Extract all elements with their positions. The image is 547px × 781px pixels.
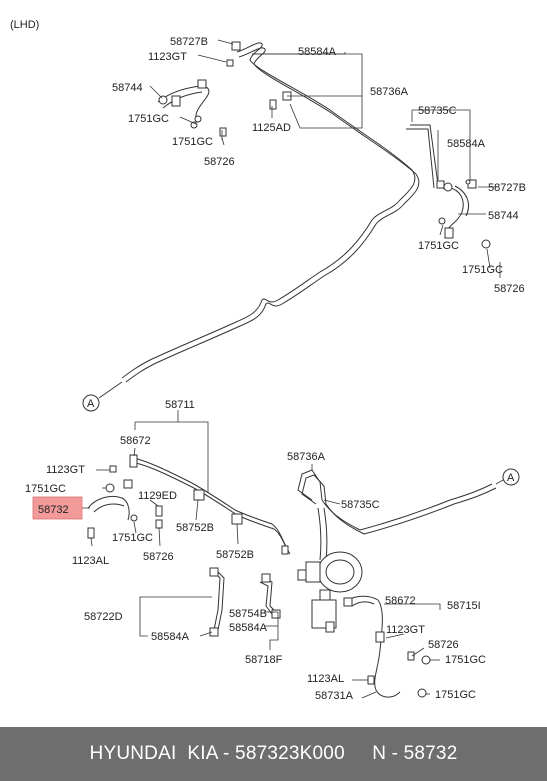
- top-fittings: [158, 41, 491, 249]
- part-label-58744: 58744: [488, 210, 519, 222]
- callout-a-right: A: [495, 468, 520, 486]
- part-label-1751gc: 1751GC: [435, 689, 476, 701]
- part-label-58715i: 58715I: [447, 600, 481, 612]
- part-label-1751gc: 1751GC: [128, 113, 169, 125]
- part-label-58722d: 58722D: [84, 611, 123, 623]
- part-label-58752b: 58752B: [176, 522, 214, 534]
- part-number-footer: HYUNDAI KIA - 587323K000 N - 58732: [0, 727, 547, 781]
- part-label-58735c: 58735C: [341, 499, 380, 511]
- part-label-58584a: 58584A: [447, 138, 486, 150]
- part-label-1751gc: 1751GC: [172, 136, 213, 148]
- callout-a-right-text: A: [507, 472, 515, 484]
- part-label-58726: 58726: [494, 283, 525, 295]
- part-label-1123gt: 1123GT: [46, 464, 85, 476]
- part-label-58672: 58672: [385, 595, 416, 607]
- footer-text: HYUNDAI KIA - 587323K000 N - 58732: [89, 743, 458, 764]
- highlight-58732: [32, 496, 83, 520]
- part-label-1123gt: 1123GT: [148, 51, 187, 63]
- part-label-58736a: 58736A: [370, 86, 409, 98]
- part-label-58584a: 58584A: [229, 622, 268, 634]
- part-label-58727b: 58727B: [488, 182, 526, 194]
- top-brake-lines: [121, 42, 469, 383]
- part-label-1123gt: 1123GT: [386, 624, 425, 636]
- part-label-58736a: 58736A: [287, 451, 326, 463]
- part-label-58726: 58726: [428, 639, 459, 651]
- part-label-58718f: 58718F: [245, 654, 283, 666]
- top-leader-lines: [149, 39, 501, 278]
- part-label-58711: 58711: [165, 399, 195, 411]
- part-label-1751gc: 1751GC: [418, 240, 459, 252]
- part-label-58735c: 58735C: [418, 105, 457, 117]
- lhd-label: (LHD): [10, 19, 39, 31]
- top-labels: 58727B 1123GT 58584A 58744 58736A 1751GC…: [112, 36, 526, 295]
- callout-a-top: A: [82, 381, 123, 412]
- front-fittings: [87, 454, 431, 698]
- part-label-1751gc: 1751GC: [445, 654, 486, 666]
- part-label-58672: 58672: [120, 435, 151, 447]
- part-label-58726: 58726: [204, 156, 235, 168]
- part-label-1125ad: 1125AD: [252, 122, 291, 134]
- part-label-1751gc: 1751GC: [112, 532, 153, 544]
- part-label-58732: 58732: [38, 504, 69, 516]
- booster-assembly: [297, 551, 363, 633]
- callout-a-top-text: A: [87, 398, 95, 410]
- front-leader-lines: [82, 410, 441, 699]
- part-label-58744: 58744: [112, 82, 143, 94]
- front-labels: 58711 58672 1123GT 1751GC 1129ED 58732 1…: [25, 399, 486, 702]
- part-label-58754b: 58754B: [229, 608, 267, 620]
- part-label-1123al: 1123AL: [72, 555, 109, 567]
- part-label-58727b: 58727B: [170, 36, 208, 48]
- part-label-1751gc: 1751GC: [25, 483, 66, 495]
- part-label-1751gc: 1751GC: [462, 264, 503, 276]
- part-label-58731a: 58731A: [315, 690, 354, 702]
- part-label-1123al: 1123AL: [307, 673, 344, 685]
- part-label-58584a: 58584A: [298, 46, 337, 58]
- brake-line-diagram: (LHD): [10, 19, 526, 702]
- part-label-58726: 58726: [143, 551, 174, 563]
- part-label-58584a: 58584A: [151, 631, 190, 643]
- part-label-58752b: 58752B: [216, 549, 254, 561]
- part-label-1129ed: 1129ED: [138, 490, 177, 502]
